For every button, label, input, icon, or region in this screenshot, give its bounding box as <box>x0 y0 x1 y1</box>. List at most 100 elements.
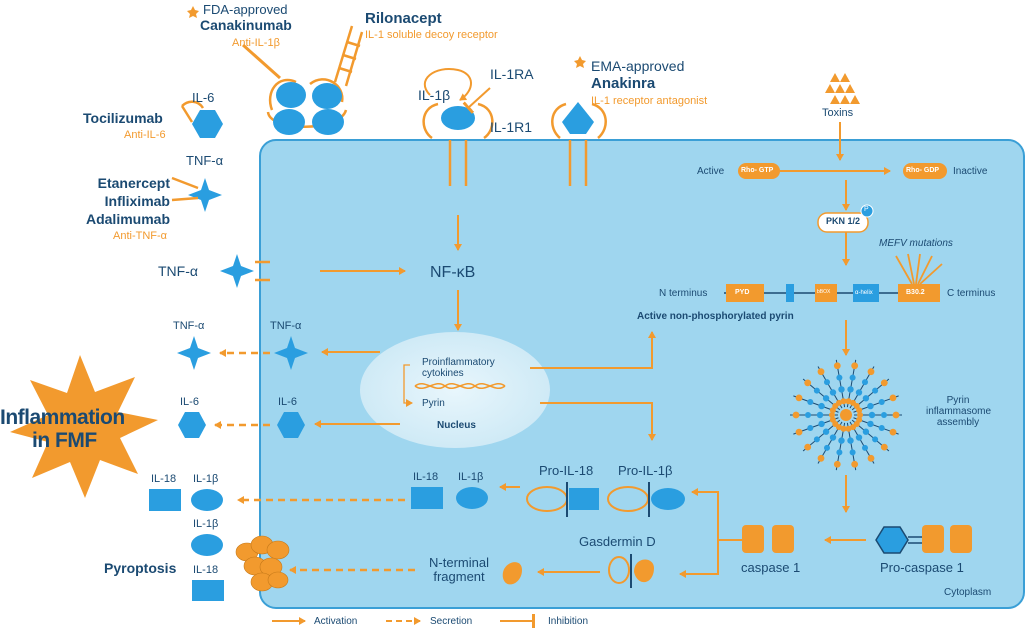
rho-gdp-pill <box>903 163 947 179</box>
tnf-outside-label: TNF-α <box>173 320 205 332</box>
il1b-inside-label: IL-1β <box>458 471 484 483</box>
il18-square-outside-icon <box>149 489 181 511</box>
anakinra-antagonist-icon <box>551 102 607 186</box>
nucleus-label: Nucleus <box>437 420 476 431</box>
anti-tnf-binding-icon <box>171 176 222 212</box>
bbox-label: bBOX <box>817 289 831 295</box>
cell-cytoplasm <box>259 139 1025 609</box>
anakinra-status: EMA-approved <box>591 58 685 74</box>
il6-target-label: IL-6 <box>192 90 215 105</box>
anti-tnf-desc: Anti-TNF-α <box>113 230 168 242</box>
dna-helix-icon <box>414 383 506 389</box>
anakinra-name: Anakinra <box>591 75 656 92</box>
il1r1-label: IL-1R1 <box>490 119 533 135</box>
tnf-input-label: TNF-α <box>158 263 198 279</box>
anakinra-desc: IL-1 receptor antagonist <box>591 95 708 107</box>
rho-gtp-label: Rho- GTP <box>741 167 774 174</box>
cytoplasm-label: Cytoplasm <box>944 587 992 598</box>
rilonacept-decoy-receptor-icon <box>333 25 364 87</box>
n-terminal-fragment-label: N-terminal fragment <box>429 555 489 585</box>
canakinumab-antibody-icon <box>242 43 348 135</box>
gasdermin-d-icon <box>608 554 654 588</box>
nucleus-pyrin-label: Pyrin <box>422 398 445 409</box>
inactive-label: Inactive <box>953 166 988 177</box>
b302-label: B30.2 <box>906 289 925 296</box>
n-terminal-fragment-icon <box>502 562 522 585</box>
pyroptosis-il1b-label: IL-1β <box>193 518 219 530</box>
pyd-label: PYD <box>735 289 750 296</box>
adalimumab-name: Adalimumab <box>85 211 170 227</box>
il1b-oval-outside-icon <box>191 489 223 511</box>
star-bullet-icon <box>187 6 199 18</box>
inflammasome-label: Pyrin inflammasome assembly <box>926 395 992 428</box>
pro-caspase1-icon <box>875 525 972 554</box>
il1b-oval-pyroptosis-icon <box>191 534 223 556</box>
il18-inside-label: IL-18 <box>413 471 439 483</box>
rho-gtp-pill <box>738 163 780 179</box>
il18-outside-label: IL-18 <box>151 473 177 485</box>
il1b-oval-inside-icon <box>456 487 488 509</box>
infliximab-name: Infliximab <box>104 193 170 209</box>
canakinumab-status: FDA-approved <box>203 2 288 17</box>
pyroptosis-il18-label: IL-18 <box>193 564 219 576</box>
legend-secretion-label: Secretion <box>430 616 473 627</box>
pro-il18-label: Pro-IL-18 <box>539 463 594 478</box>
star-bullet-icon <box>574 56 586 68</box>
toxins-label: Toxins <box>822 107 854 119</box>
il1ra-label: IL-1RA <box>490 66 534 82</box>
caspase-label: caspase 1 <box>741 560 801 575</box>
il18-square-inside-icon <box>411 487 443 509</box>
tnf-star-inside-icon <box>274 336 308 370</box>
phosphate-label: P <box>864 206 869 213</box>
secretion-arrows <box>214 349 415 574</box>
il1b-ligand-label: IL-1β <box>418 87 451 103</box>
inflammation-line2: in FMF <box>32 429 97 452</box>
legend-inhibition-label: Inhibition <box>548 616 589 627</box>
tnf-target-label: TNF-α <box>186 153 224 168</box>
tnf-star-outside-icon <box>177 336 211 370</box>
mefv-mutation-lines <box>895 253 943 285</box>
proinflammatory-cytokines-label: Proinflammatory cytokines <box>422 357 495 379</box>
pyrin-domain-bar <box>724 284 940 302</box>
pro-caspase-label: Pro-caspase 1 <box>880 560 964 575</box>
il6-outside-label: IL-6 <box>180 396 199 408</box>
pro-il1b-icon <box>607 482 685 517</box>
rilonacept-desc: IL-1 soluble decoy receptor <box>365 29 498 41</box>
pkn-box <box>817 212 869 233</box>
canakinumab-desc: Anti-IL-1β <box>232 37 280 49</box>
c-terminus-label: C terminus <box>947 288 996 299</box>
il1b-outside-label: IL-1β <box>193 473 219 485</box>
il6-hexagon-inside-icon <box>277 412 305 438</box>
n-terminus-label: N terminus <box>659 288 708 299</box>
tocilizumab-desc: Anti-IL-6 <box>124 129 166 141</box>
ahelix-label: α-helix <box>855 290 873 296</box>
rho-gdp-label: Rho- GDP <box>906 167 940 174</box>
pkn-label: PKN 1/2 <box>826 216 861 226</box>
pyroptosis-label: Pyroptosis <box>104 560 177 576</box>
pyrin-inflammasome-icon <box>790 359 902 471</box>
nfkb-label: NF-κB <box>430 264 476 281</box>
tnf-inside-label: TNF-α <box>270 320 302 332</box>
tnf-receptor-icon <box>220 254 270 288</box>
il18-square-pyroptosis-icon <box>192 580 224 601</box>
rilonacept-name: Rilonacept <box>365 10 442 27</box>
il6-inside-label: IL-6 <box>278 396 297 408</box>
legend-activation-label: Activation <box>314 616 358 627</box>
inflammation-starburst <box>10 355 158 498</box>
canakinumab-name: Canakinumab <box>200 17 292 33</box>
nucleus <box>360 332 550 448</box>
pyroptosis-fragments-icon <box>235 535 290 592</box>
etanercept-name: Etanercept <box>97 175 170 191</box>
active-label: Active <box>697 166 725 177</box>
mefv-mutations-label: MEFV mutations <box>879 238 953 249</box>
gasdermin-label: Gasdermin D <box>579 534 656 549</box>
toxins-icon <box>825 73 860 104</box>
pro-il1b-label: Pro-IL-1β <box>618 463 673 478</box>
pro-il18-icon <box>526 482 599 517</box>
active-pyrin-label: Active non-phosphorylated pyrin <box>637 311 794 322</box>
activation-arrows <box>314 122 891 578</box>
il1r1-receptor-icon <box>422 68 494 186</box>
caspase1-icon <box>742 525 794 553</box>
tocilizumab-name: Tocilizumab <box>83 110 163 126</box>
il6-hexagon-outside-icon <box>178 412 206 438</box>
